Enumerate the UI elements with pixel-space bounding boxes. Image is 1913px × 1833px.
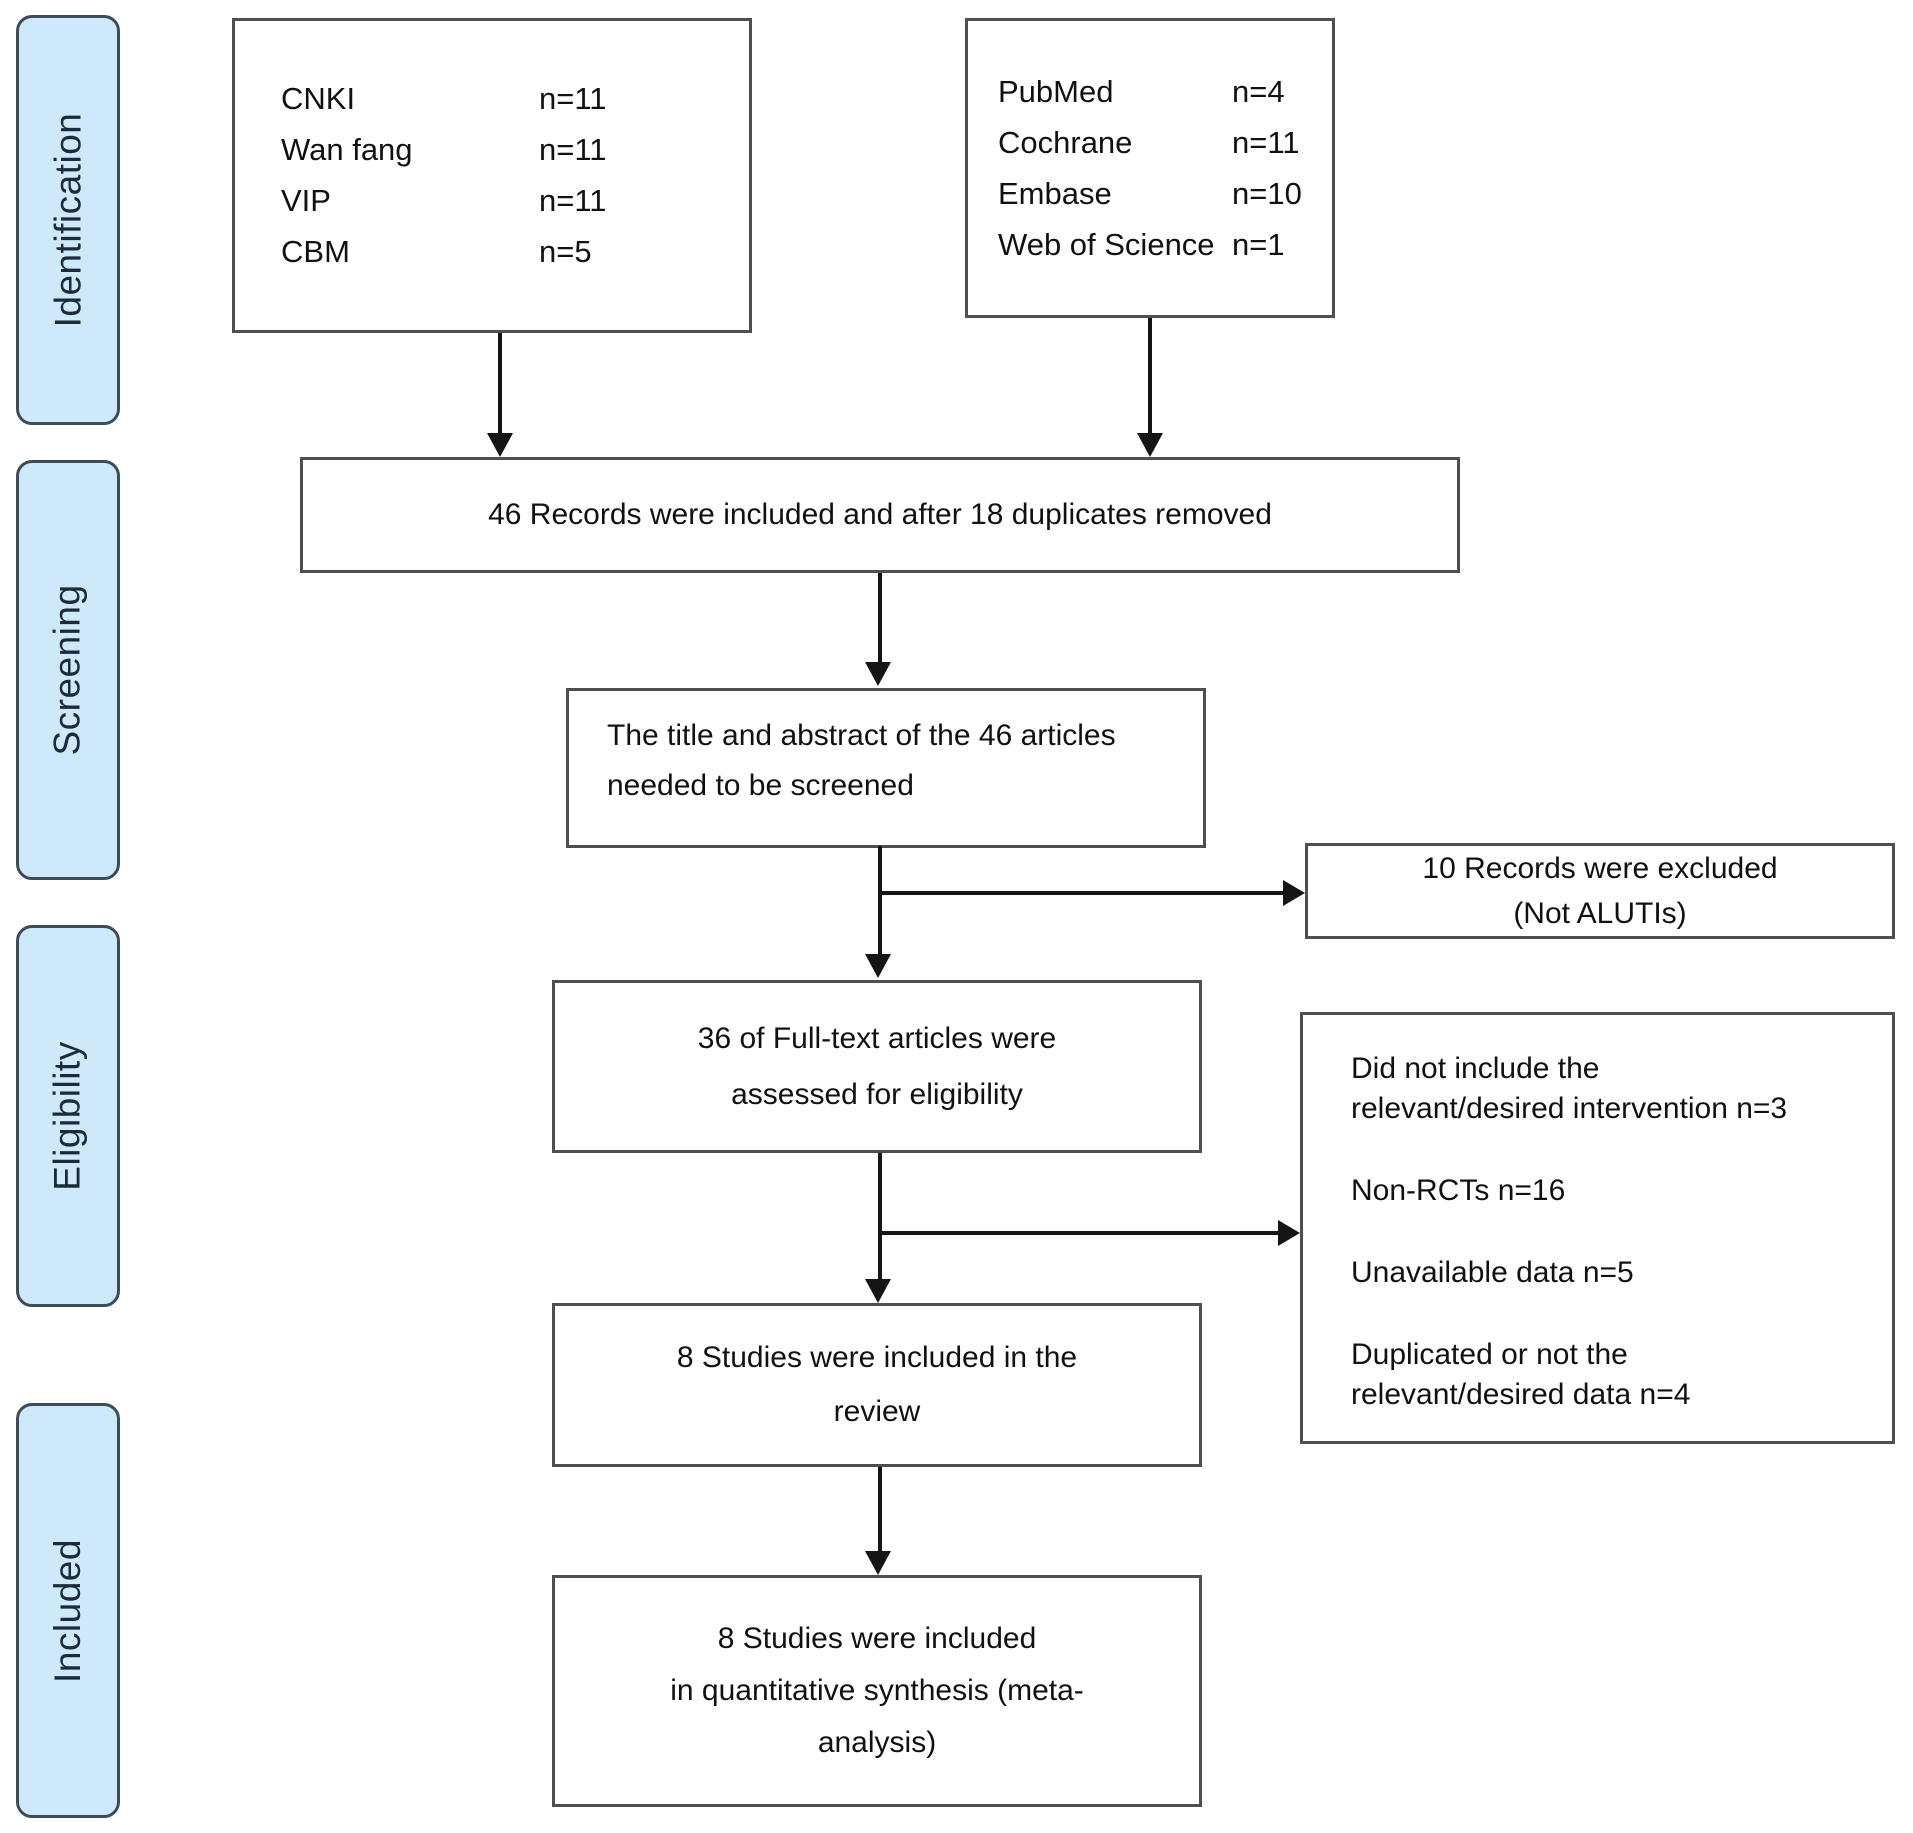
source-label: CBM [281, 234, 350, 269]
records-excluded-line1: 10 Records were excluded [1422, 852, 1778, 885]
included-in-review-box: 8 Studies were included in the review [552, 1303, 1202, 1467]
stage-identification: Identification [16, 15, 120, 425]
stage-identification-label: Identification [47, 112, 88, 328]
exclusion-reason-line1: Unavailable data n=5 [1351, 1256, 1634, 1289]
review-text-line1: 8 Studies were included in the [676, 1341, 1078, 1374]
connector-records-to-screened [878, 573, 882, 663]
records-excluded-line2: (Not ALUTIs) [1513, 897, 1687, 930]
arrowhead-right-icon [1278, 1220, 1300, 1246]
synthesis-text-line2: in quantitative synthesis (meta- [670, 1674, 1084, 1707]
exclusion-reason-line1: Non-RCTs n=16 [1351, 1174, 1566, 1207]
stage-eligibility: Eligibility [16, 925, 120, 1307]
arrowhead-down-icon [1137, 433, 1163, 457]
source-row: Web of Science n=1 [998, 219, 1320, 270]
stage-screening: Screening [16, 460, 120, 880]
arrowhead-down-icon [865, 662, 891, 686]
exclusion-reason: Did not include the relevant/desired int… [1351, 1049, 1866, 1129]
source-count: n=4 [1232, 73, 1285, 109]
source-count: n=11 [539, 81, 607, 116]
connector-review-to-synthesis [878, 1467, 882, 1551]
source-row: PubMed n=4 [998, 66, 1320, 117]
source-label: CNKI [281, 81, 356, 116]
title-abstract-screened-box: The title and abstract of the 46 article… [566, 688, 1206, 848]
exclusion-reason-line1: Did not include the [1351, 1052, 1600, 1085]
connector-fulltext-to-review [878, 1153, 882, 1279]
source-count: n=1 [1232, 226, 1285, 262]
source-label: PubMed [998, 73, 1114, 109]
source-count: n=10 [1232, 175, 1302, 211]
screened-text-line1: The title and abstract of the 46 article… [607, 719, 1116, 752]
synthesis-text-line1: 8 Studies were included [717, 1622, 1037, 1655]
fulltext-text-line1: 36 of Full-text articles were [697, 1021, 1057, 1055]
source-label: Cochrane [998, 124, 1133, 160]
connector-sources-right-to-records [1148, 318, 1152, 433]
source-row: Embase n=10 [998, 168, 1320, 219]
exclusion-reason: Duplicated or not the relevant/desired d… [1351, 1335, 1866, 1415]
records-included-box: 46 Records were included and after 18 du… [300, 457, 1460, 573]
sources-box-english-databases: PubMed n=4 Cochrane n=11 Embase n=10 Web… [965, 18, 1335, 318]
source-row: CBM n=5 [281, 227, 689, 278]
stage-screening-label: Screening [47, 584, 89, 756]
source-label: Wan fang [281, 132, 413, 167]
quantitative-synthesis-box: 8 Studies were included in quantitative … [552, 1575, 1202, 1807]
exclusion-reason-line2: relevant/desired intervention n=3 [1351, 1092, 1788, 1125]
synthesis-text-line3: analysis) [817, 1726, 937, 1759]
exclusion-reason-line1: Duplicated or not the [1351, 1338, 1628, 1371]
source-count: n=11 [539, 132, 607, 167]
source-row: VIP n=11 [281, 176, 689, 227]
connector-sources-left-to-records [498, 333, 502, 433]
source-row: Cochrane n=11 [998, 117, 1320, 168]
fulltext-text-line2: assessed for eligibility [731, 1077, 1023, 1111]
exclusion-reason: Non-RCTs n=16 [1351, 1171, 1866, 1211]
stage-included-label: Included [47, 1538, 89, 1683]
fulltext-assessed-box: 36 of Full-text articles were assessed f… [552, 980, 1202, 1153]
source-count: n=11 [1232, 124, 1300, 160]
screened-text-line2: needed to be screened [607, 769, 914, 802]
review-text-line2: review [833, 1395, 921, 1428]
source-label: VIP [281, 183, 331, 218]
source-row: CNKI n=11 [281, 74, 689, 125]
connector-screened-to-fulltext [878, 846, 882, 954]
arrowhead-down-icon [865, 1551, 891, 1575]
exclusion-reasons-box: Did not include the relevant/desired int… [1300, 1012, 1895, 1444]
arrowhead-down-icon [865, 954, 891, 978]
arrowhead-right-icon [1283, 880, 1305, 906]
arrowhead-down-icon [865, 1279, 891, 1303]
stage-included: Included [16, 1403, 120, 1818]
source-count: n=5 [539, 234, 592, 269]
connector-fulltext-to-exclusion-reasons [880, 1231, 1278, 1235]
source-label: Web of Science [998, 226, 1215, 262]
connector-screened-to-excluded [880, 891, 1283, 895]
arrowhead-down-icon [487, 433, 513, 457]
records-included-text: 46 Records were included and after 18 du… [488, 498, 1272, 531]
records-excluded-box: 10 Records were excluded (Not ALUTIs) [1305, 843, 1895, 939]
source-count: n=11 [539, 183, 607, 218]
source-label: Embase [998, 175, 1112, 211]
sources-box-chinese-databases: CNKI n=11 Wan fang n=11 VIP n=11 CBM n=5 [232, 18, 752, 333]
stage-eligibility-label: Eligibility [47, 1041, 88, 1191]
exclusion-reason: Unavailable data n=5 [1351, 1253, 1866, 1293]
source-row: Wan fang n=11 [281, 125, 689, 176]
exclusion-reason-line2: relevant/desired data n=4 [1351, 1378, 1691, 1411]
